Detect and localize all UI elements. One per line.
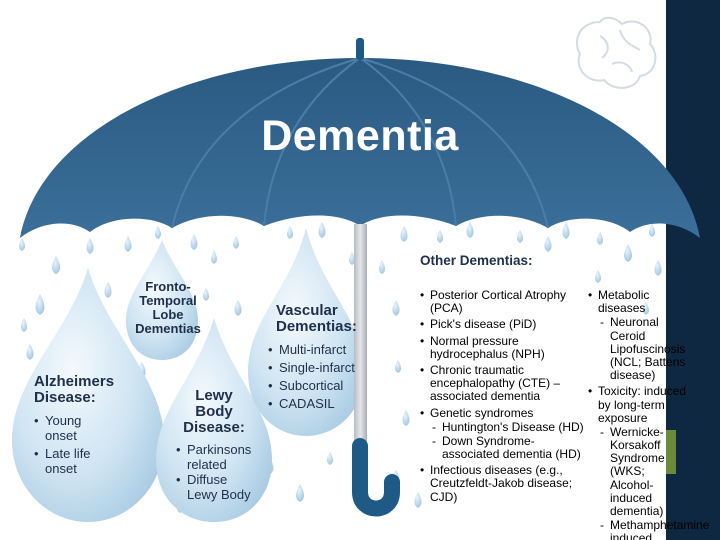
group-other: Other Dementias: — [420, 253, 533, 268]
group-items: Parkinsons related Diffuse Lewy Body — [176, 443, 272, 504]
drop-icon — [52, 256, 60, 274]
list-item: Multi-infarct — [268, 343, 364, 358]
sub-list-item: Down Syndrome-associated dementia (HD) — [430, 435, 586, 461]
drop-icon — [203, 288, 209, 301]
drop-icon — [624, 244, 632, 262]
list-item-label: Pick's disease (PiD) — [430, 317, 536, 331]
sub-list-item: Neuronal Ceroid Lipofuscinosis (NCL; Bat… — [598, 316, 688, 382]
list-item: Metabolic diseasesNeuronal Ceroid Lipofu… — [588, 289, 688, 382]
drop-icon — [296, 484, 304, 502]
list-item: Parkinsons related — [176, 443, 262, 473]
list-item-label: Metabolic diseases — [598, 288, 649, 315]
group-vascular: Vascular Dementias: Multi-infarct Single… — [266, 303, 364, 415]
other-right-column: Metabolic diseasesNeuronal Ceroid Lipofu… — [588, 289, 688, 540]
drop-icon — [87, 238, 94, 254]
drop-icon — [211, 250, 217, 264]
drop-icon — [655, 260, 662, 276]
drop-icon — [191, 234, 198, 250]
sub-list-item: Methamphetamine induced — [598, 519, 688, 540]
drop-icon — [467, 222, 474, 238]
group-items: Young onset Late life onset — [34, 414, 144, 477]
list-item-label: Toxicity: induced by long-term exposure — [598, 384, 686, 424]
list-item-label: Chronic traumatic encephalopathy (CTE) –… — [430, 363, 560, 403]
drop-icon — [287, 226, 293, 239]
list-item: Diffuse Lewy Body — [176, 473, 256, 503]
list-item: CADASIL — [268, 397, 364, 412]
group-items: Multi-infarct Single-infarct Subcortical… — [266, 343, 364, 412]
list-item: Chronic traumatic encephalopathy (CTE) –… — [420, 364, 586, 404]
drop-icon — [327, 452, 333, 465]
list-item: Pick's disease (PiD) — [420, 318, 586, 331]
page-title: Dementia — [260, 112, 460, 161]
group-heading: Alzheimers Disease: — [34, 374, 144, 406]
list-item: Genetic syndromesHuntington's Disease (H… — [420, 407, 586, 462]
drop-icon — [233, 236, 239, 249]
list-item: Single-infarct — [268, 361, 364, 376]
group-heading: Other Dementias: — [420, 253, 533, 268]
drop-icon — [563, 222, 570, 239]
sub-list: Huntington's Disease (HD)Down Syndrome-a… — [430, 421, 586, 462]
sub-list-item: Huntington's Disease (HD) — [430, 421, 586, 434]
list-item-label: Infectious diseases (e.g., Creutzfeldt-J… — [430, 463, 572, 503]
list-item: Subcortical — [268, 379, 364, 394]
drop-icon — [105, 282, 112, 298]
list-item-label: Normal pressure hydrocephalus (NPH) — [430, 334, 545, 361]
list-item: Infectious diseases (e.g., Creutzfeldt-J… — [420, 464, 586, 504]
umbrella-tip — [356, 38, 364, 60]
drop-icon — [125, 236, 132, 252]
list-item: Young onset — [34, 414, 96, 444]
list-item: Normal pressure hydrocephalus (NPH) — [420, 335, 586, 361]
drop-icon — [235, 300, 242, 316]
drop-icon — [27, 344, 34, 360]
drop-icon — [649, 224, 655, 237]
drop-icon — [517, 230, 523, 243]
drop-icon — [36, 294, 45, 315]
drop-icon — [155, 226, 161, 239]
drop-icon — [401, 226, 408, 242]
umbrella-handle — [360, 446, 392, 509]
drop-icon — [395, 360, 401, 373]
group-heading: Vascular Dementias: — [266, 303, 352, 335]
sub-list: Wernicke-Korsakoff Syndrome (WKS; Alcoho… — [598, 426, 688, 540]
drop-icon — [393, 300, 400, 316]
sub-list-item: Wernicke-Korsakoff Syndrome (WKS; Alcoho… — [598, 426, 688, 518]
list-item-label: Genetic syndromes — [430, 406, 533, 420]
drop-icon — [21, 318, 27, 332]
drop-icon — [545, 236, 552, 252]
group-frontotemporal: Fronto-Temporal Lobe Dementias — [134, 280, 202, 336]
list-item: Posterior Cortical Atrophy (PCA) — [420, 289, 586, 315]
drop-icon — [437, 230, 443, 243]
group-lewy: Lewy Body Disease: Parkinsons related Di… — [176, 388, 272, 504]
list-item: Late life onset — [34, 447, 100, 477]
drop-icon — [595, 270, 601, 283]
group-alzheimers: Alzheimers Disease: Young onset Late lif… — [34, 374, 144, 480]
list-item-label: Posterior Cortical Atrophy (PCA) — [430, 288, 566, 315]
drop-icon — [403, 410, 410, 426]
drop-icon — [597, 232, 603, 245]
group-heading: Lewy Body Disease: — [176, 388, 252, 437]
drop-icon — [379, 260, 385, 274]
brain-watermark-icon — [577, 18, 656, 88]
drop-icon — [19, 238, 25, 251]
sub-list: Neuronal Ceroid Lipofuscinosis (NCL; Bat… — [598, 316, 688, 382]
list-item: Toxicity: induced by long-term exposureW… — [588, 385, 688, 540]
other-left-column: Posterior Cortical Atrophy (PCA) Pick's d… — [420, 289, 586, 507]
drop-icon — [319, 222, 326, 238]
